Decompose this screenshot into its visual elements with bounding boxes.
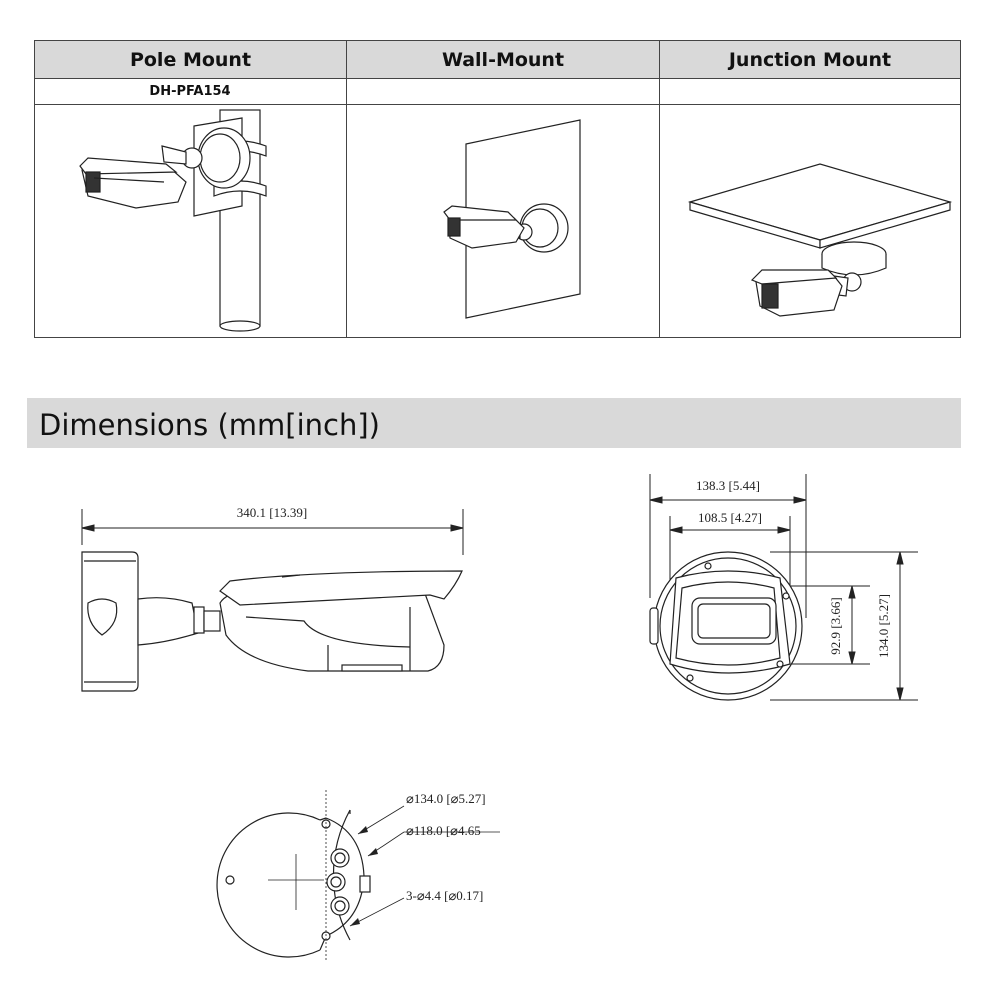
table-border-bottom bbox=[34, 337, 961, 338]
pole-mount-model: DH-PFA154 bbox=[149, 84, 231, 99]
base-holes-label: 3-⌀4.4 [⌀0.17] bbox=[406, 888, 483, 903]
mount-table: Pole Mount Wall-Mount Junction Mount DH-… bbox=[34, 40, 961, 338]
base-outer-diameter-label: ⌀134.0 [⌀5.27] bbox=[406, 791, 486, 806]
side-view-drawing: 340.1 [13.39] bbox=[81, 505, 464, 692]
table-border-right bbox=[960, 40, 961, 338]
wall-mount-illustration bbox=[443, 119, 581, 319]
header-pole-mount: Pole Mount bbox=[35, 41, 346, 78]
table-border-left bbox=[34, 40, 35, 338]
front-outer-width-label: 138.3 [5.44] bbox=[696, 478, 760, 493]
junction-mount-illustration bbox=[687, 163, 953, 317]
dimensions-section-title: Dimensions (mm[inch]) bbox=[39, 408, 380, 442]
side-length-label: 340.1 [13.39] bbox=[237, 505, 307, 520]
table-border-top bbox=[34, 40, 961, 41]
base-view-drawing: ⌀134.0 [⌀5.27] ⌀118.0 [⌀4.65 3-⌀4.4 [⌀0.… bbox=[216, 790, 500, 962]
table-divider-2 bbox=[659, 40, 660, 338]
dimensions-section-header: Dimensions (mm[inch]) bbox=[27, 398, 961, 448]
front-inner-height-label: 92.9 [3.66] bbox=[828, 597, 843, 654]
front-view-drawing: 138.3 [5.44] 108.5 [4.27] 92.9 [3.66] 13… bbox=[649, 474, 918, 701]
header-junction-mount: Junction Mount bbox=[660, 41, 960, 78]
front-outer-height-label: 134.0 [5.27] bbox=[876, 594, 891, 658]
header-wall-mount: Wall-Mount bbox=[347, 41, 659, 78]
pole-mount-illustration bbox=[79, 109, 267, 332]
table-divider-1 bbox=[346, 40, 347, 338]
table-rule-model bbox=[34, 104, 961, 105]
table-rule-header bbox=[34, 78, 961, 79]
front-inner-width-label: 108.5 [4.27] bbox=[698, 510, 762, 525]
base-inner-diameter-label: ⌀118.0 [⌀4.65 bbox=[406, 823, 481, 838]
